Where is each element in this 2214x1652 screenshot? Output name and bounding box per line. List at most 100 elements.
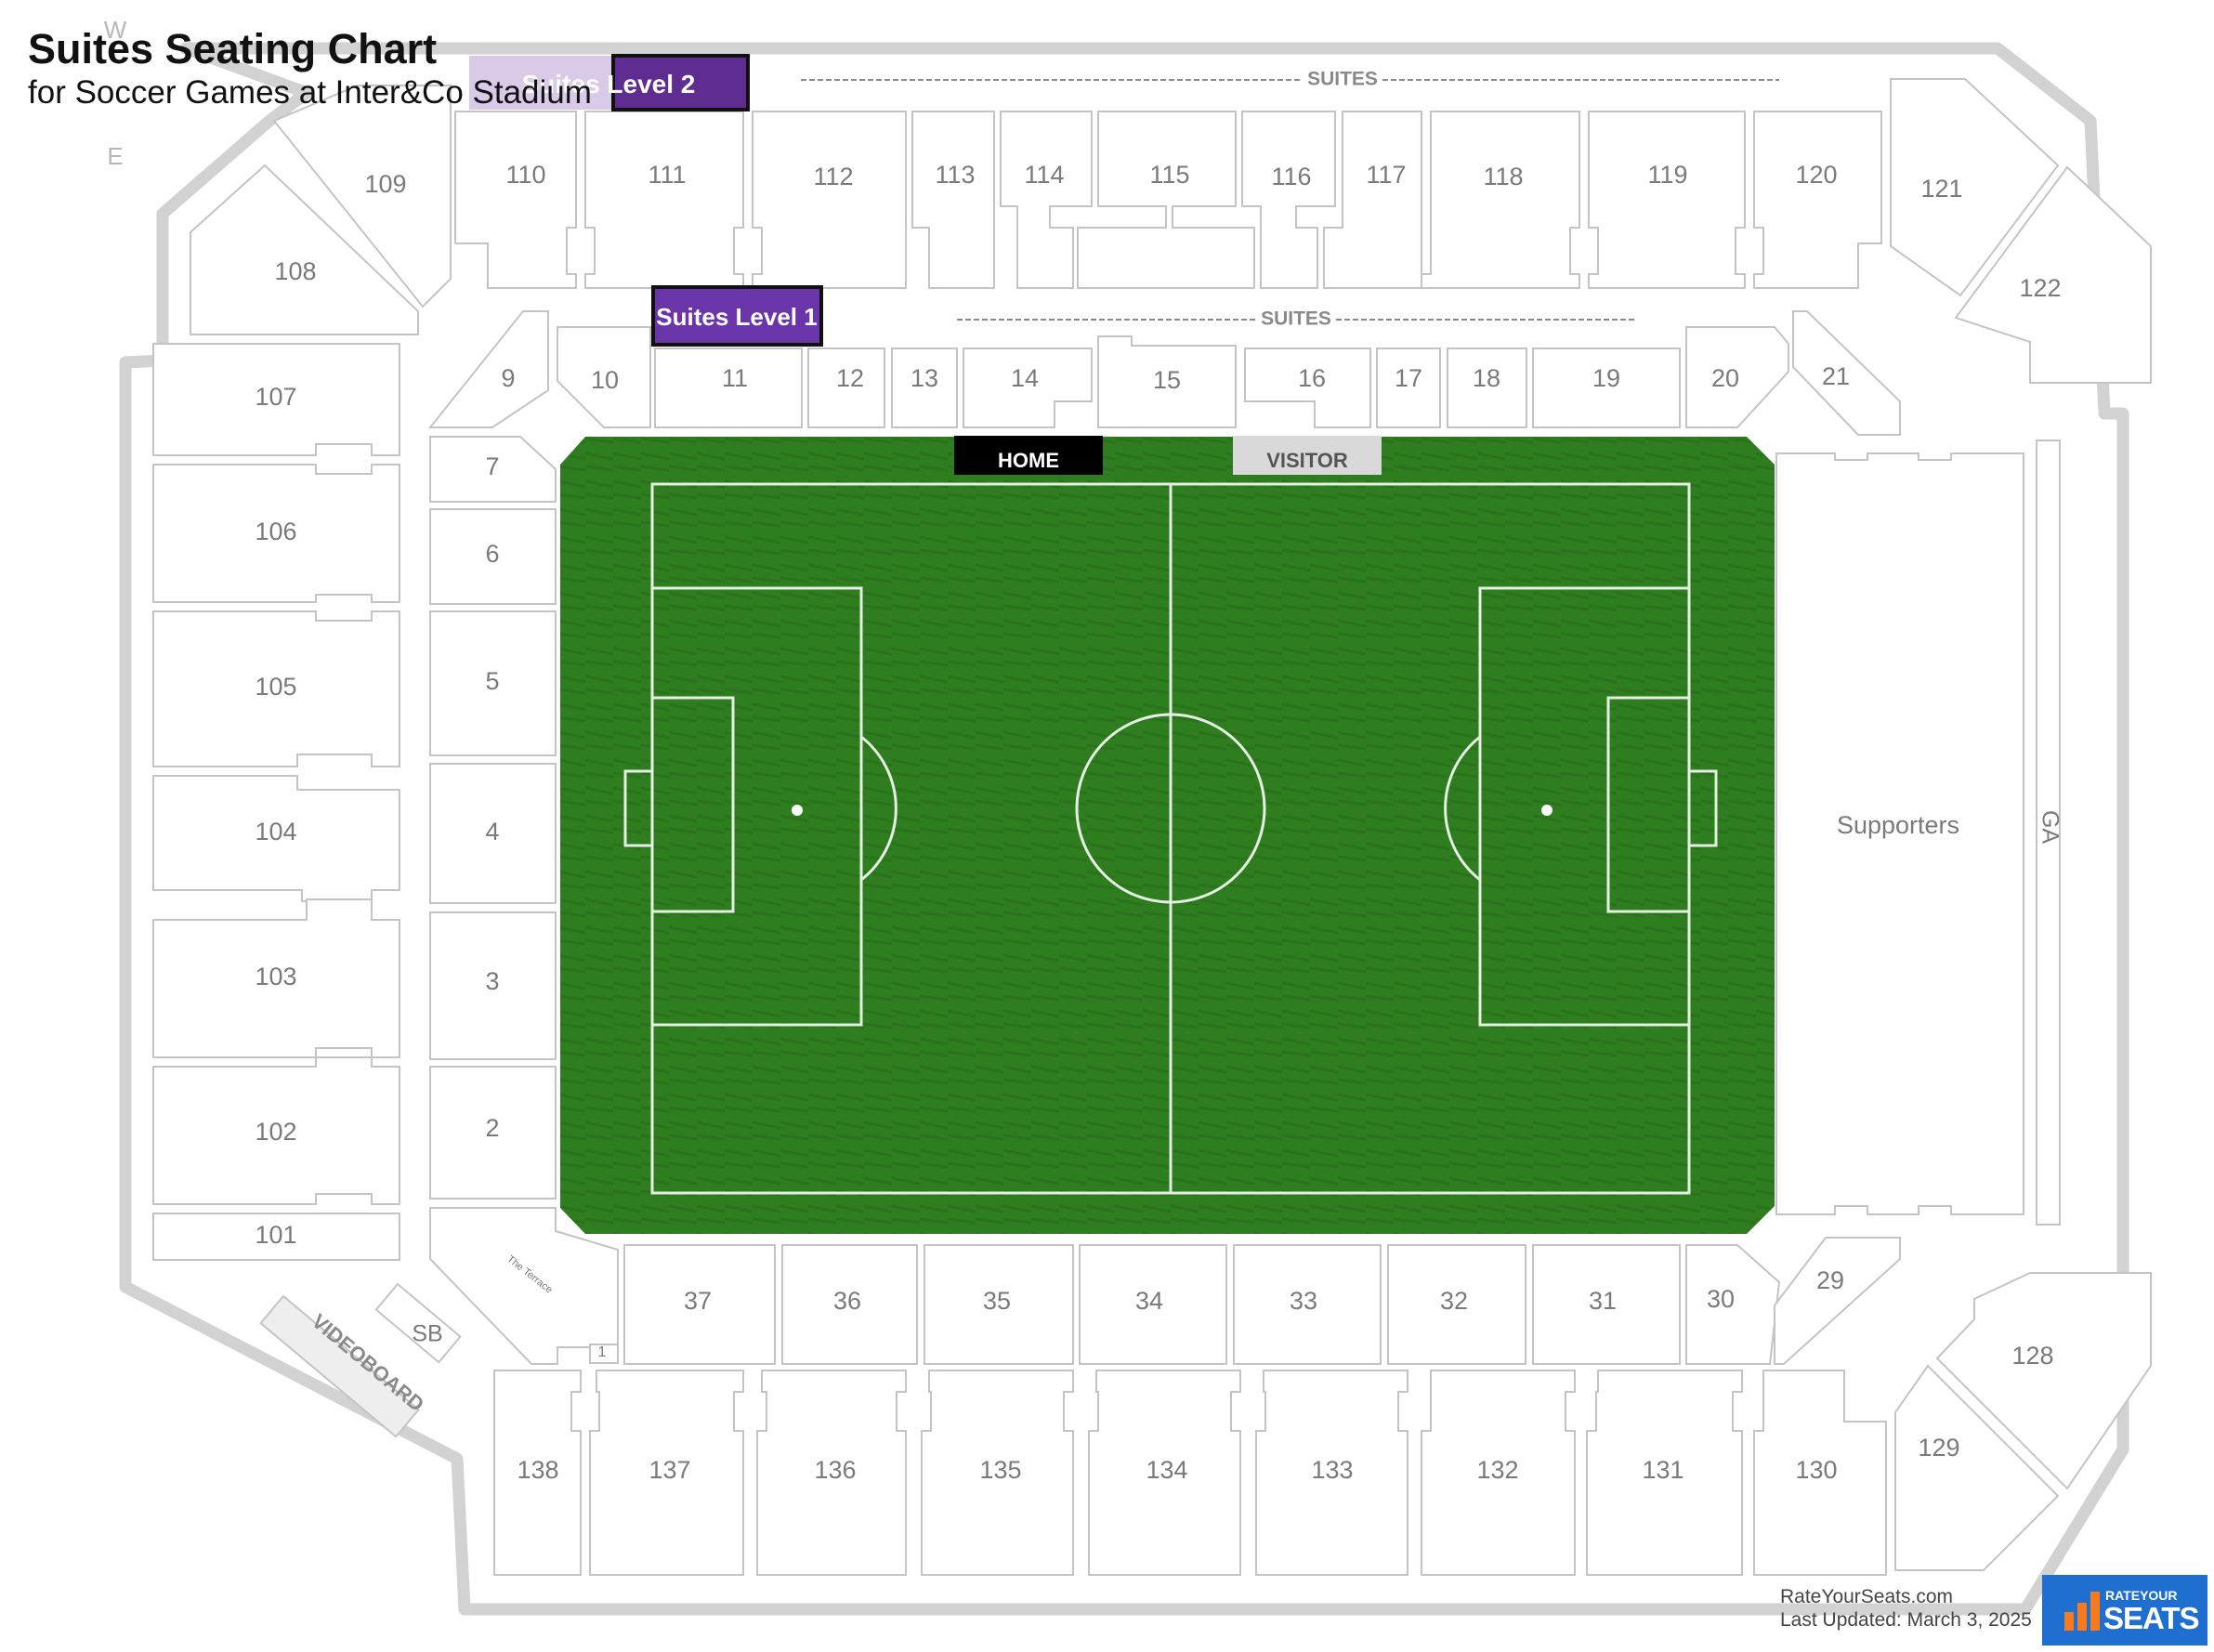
section-101[interactable]: [152, 1213, 400, 1261]
section-135[interactable]: [921, 1370, 1074, 1576]
upper-north-sections: [190, 78, 2152, 384]
section-120[interactable]: [1753, 111, 1882, 289]
home-tag: HOME: [998, 449, 1059, 472]
section-label-16: 16: [1298, 364, 1326, 392]
section-15[interactable]: [1097, 335, 1237, 428]
section-105[interactable]: [152, 610, 400, 767]
sb-box[interactable]: [374, 1282, 462, 1364]
section-113[interactable]: [911, 111, 995, 289]
section-13[interactable]: [891, 347, 958, 428]
chart-header: Suites Seating Chart for Soccer Games at…: [28, 24, 592, 111]
section-label-128: 128: [2011, 1342, 2053, 1370]
section-label-136: 136: [814, 1456, 856, 1484]
rateyourseats-logo[interactable]: RATEYOUR SEATS: [2042, 1575, 2207, 1645]
section-35[interactable]: [924, 1244, 1074, 1365]
section-label-10: 10: [591, 366, 619, 394]
section-104[interactable]: [152, 775, 400, 902]
section-122[interactable]: [1954, 165, 2152, 384]
section-label-102: 102: [255, 1118, 296, 1146]
section-label-115: 115: [1149, 161, 1189, 189]
section-34[interactable]: [1079, 1244, 1227, 1365]
section-4[interactable]: [429, 763, 557, 904]
section-112[interactable]: [752, 111, 907, 289]
section-109[interactable]: [272, 85, 452, 308]
page-title: Suites Seating Chart: [28, 25, 438, 72]
footer-updated: Last Updated: March 3, 2025: [1780, 1609, 2032, 1631]
section-1[interactable]: [589, 1344, 619, 1364]
section-16[interactable]: [1244, 347, 1371, 428]
logo-line2: SEATS: [2103, 1601, 2200, 1635]
section-137[interactable]: [589, 1370, 744, 1576]
section-20[interactable]: [1685, 326, 1789, 428]
section-label-105: 105: [255, 673, 296, 701]
section-134[interactable]: [1088, 1370, 1241, 1576]
section-129[interactable]: [1894, 1364, 2060, 1571]
section-121[interactable]: [1890, 78, 2060, 297]
section-label-118: 118: [1483, 163, 1523, 190]
section-label-14: 14: [1011, 364, 1039, 392]
section-label-122: 122: [2019, 274, 2061, 302]
section-label-21: 21: [1822, 362, 1850, 390]
section-3[interactable]: [429, 911, 557, 1060]
section-21[interactable]: [1792, 310, 1901, 436]
section-106[interactable]: [152, 464, 400, 603]
section-115[interactable]: [1077, 111, 1255, 289]
section-117[interactable]: [1323, 111, 1422, 289]
supporters-area[interactable]: [1775, 452, 2024, 1215]
suites-level-2-tag[interactable]: Suites Level 2: [469, 54, 750, 111]
home-tag-bg: [954, 436, 1103, 475]
section-32[interactable]: [1387, 1244, 1526, 1365]
section-19[interactable]: [1532, 347, 1681, 428]
videoboard: [259, 1294, 420, 1438]
section-108[interactable]: [190, 164, 419, 335]
footer: RateYourSeats.com Last Updated: March 3,…: [1780, 1585, 2032, 1632]
section-label-113: 113: [935, 161, 975, 189]
section-114[interactable]: [1000, 111, 1093, 289]
ga-area[interactable]: [2036, 439, 2061, 1226]
section-36[interactable]: [781, 1244, 918, 1365]
section-12[interactable]: [807, 347, 885, 428]
section-107[interactable]: [152, 343, 400, 456]
section-6[interactable]: [429, 508, 557, 605]
section-31[interactable]: [1532, 1244, 1681, 1365]
section-130[interactable]: [1753, 1370, 1887, 1576]
section-138[interactable]: [493, 1370, 582, 1576]
section-133[interactable]: [1255, 1370, 1408, 1576]
upper-south-sections: [493, 1272, 2152, 1576]
section-116[interactable]: [1241, 111, 1336, 289]
section-10[interactable]: [557, 326, 651, 428]
suites-level-1-tag[interactable]: Suites Level 1: [651, 285, 823, 347]
section-label-4: 4: [485, 818, 499, 846]
sb-label: SB: [412, 1321, 442, 1347]
section-label-3: 3: [485, 967, 499, 995]
section-128[interactable]: [1935, 1272, 2152, 1490]
section-label-137: 137: [648, 1456, 690, 1484]
section-2[interactable]: [429, 1066, 557, 1200]
section-118[interactable]: [1421, 111, 1580, 289]
section-9[interactable]: [427, 310, 549, 428]
section-132[interactable]: [1421, 1370, 1576, 1576]
page-subtitle: for Soccer Games at Inter&Co Stadium: [28, 74, 592, 111]
section-17[interactable]: [1376, 347, 1441, 428]
section-label-107: 107: [255, 383, 296, 411]
section-111[interactable]: [584, 111, 744, 289]
section-110[interactable]: [454, 111, 577, 289]
section-7[interactable]: [429, 436, 557, 503]
section-14[interactable]: [963, 347, 1093, 428]
section-131[interactable]: [1586, 1370, 1743, 1576]
section-5[interactable]: [429, 610, 557, 756]
section-136[interactable]: [756, 1370, 907, 1576]
section-18[interactable]: [1447, 347, 1527, 428]
section-37[interactable]: [623, 1244, 776, 1365]
section-102[interactable]: [152, 1056, 400, 1205]
section-label-129: 129: [1918, 1434, 1959, 1462]
section-11[interactable]: [654, 347, 803, 428]
section-29[interactable]: [1774, 1237, 1901, 1365]
section-label-12: 12: [836, 364, 864, 392]
section-33[interactable]: [1233, 1244, 1382, 1365]
footer-site[interactable]: RateYourSeats.com: [1780, 1586, 1953, 1607]
section-119[interactable]: [1588, 111, 1746, 289]
section-label-116: 116: [1271, 163, 1311, 190]
section-label-103: 103: [255, 963, 296, 990]
suites-level-1-label: Suites Level 1: [656, 303, 817, 331]
